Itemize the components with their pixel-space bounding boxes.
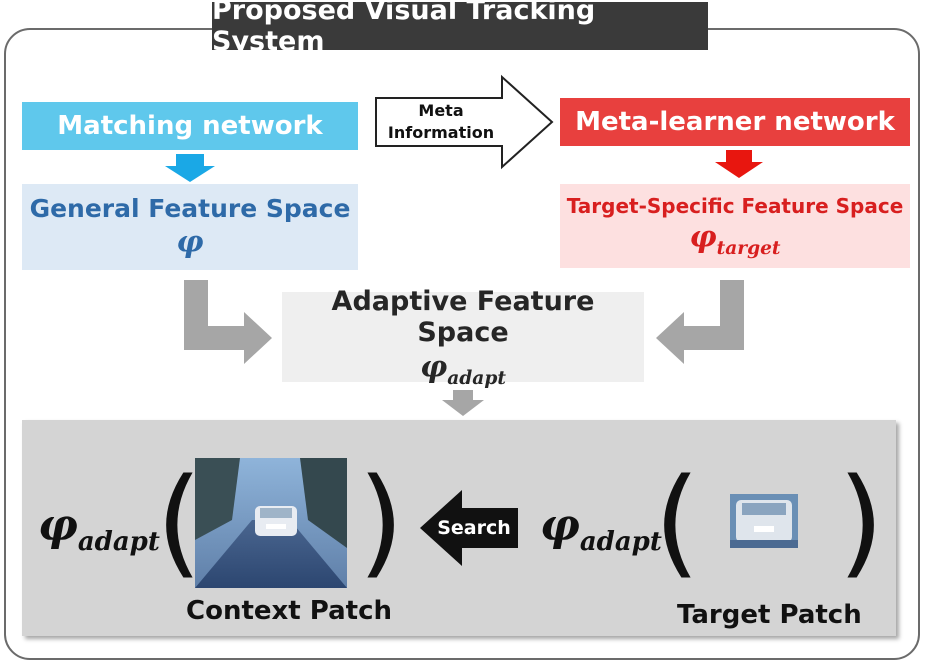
target-to-adaptive-arrow (656, 280, 744, 364)
target-open-paren: ( (654, 452, 701, 590)
general-to-adaptive-arrow (184, 280, 272, 364)
meta-information-arrow: Meta Information (375, 74, 554, 170)
search-label: Search (437, 517, 511, 539)
target-patch-label: Target Patch (677, 600, 862, 630)
general-feature-space-label: General Feature Space (29, 194, 351, 223)
meta-learner-network-box: Meta-learner network (560, 98, 910, 146)
target-close-paren: ) (838, 452, 885, 590)
target-phi-adapt: φadapt (540, 500, 662, 557)
context-phi-adapt: φadapt (38, 500, 160, 557)
context-close-paren: ) (358, 452, 405, 590)
adaptive-feature-phi: φadapt (420, 349, 506, 389)
general-feature-phi: φ (176, 225, 204, 260)
context-open-paren: ( (156, 452, 203, 590)
meta-information-line2: Information (388, 123, 494, 142)
adaptive-feature-space-box: Adaptive Feature Space φadapt (282, 286, 644, 389)
target-feature-phi: φtarget (689, 219, 781, 259)
meta-information-line1: Meta (418, 101, 463, 120)
matching-network-box: Matching network (22, 102, 358, 150)
target-patch-image (730, 494, 798, 548)
general-feature-space-box: General Feature Space φ (22, 184, 358, 270)
adaptive-feature-space-label: Adaptive Feature Space (331, 285, 595, 348)
context-patch-label: Context Patch (186, 596, 393, 626)
meta-learner-down-arrow (715, 150, 763, 178)
matching-network-label: Matching network (57, 111, 323, 141)
target-specific-feature-space-label: Target-Specific Feature Space (566, 193, 904, 218)
search-arrow: Search (420, 490, 518, 566)
context-patch-image (195, 458, 347, 588)
adaptive-down-arrow (442, 390, 484, 416)
matching-down-arrow (165, 154, 215, 182)
meta-learner-network-label: Meta-learner network (575, 107, 895, 137)
target-specific-feature-space-box: Target-Specific Feature Space φtarget (560, 184, 910, 268)
